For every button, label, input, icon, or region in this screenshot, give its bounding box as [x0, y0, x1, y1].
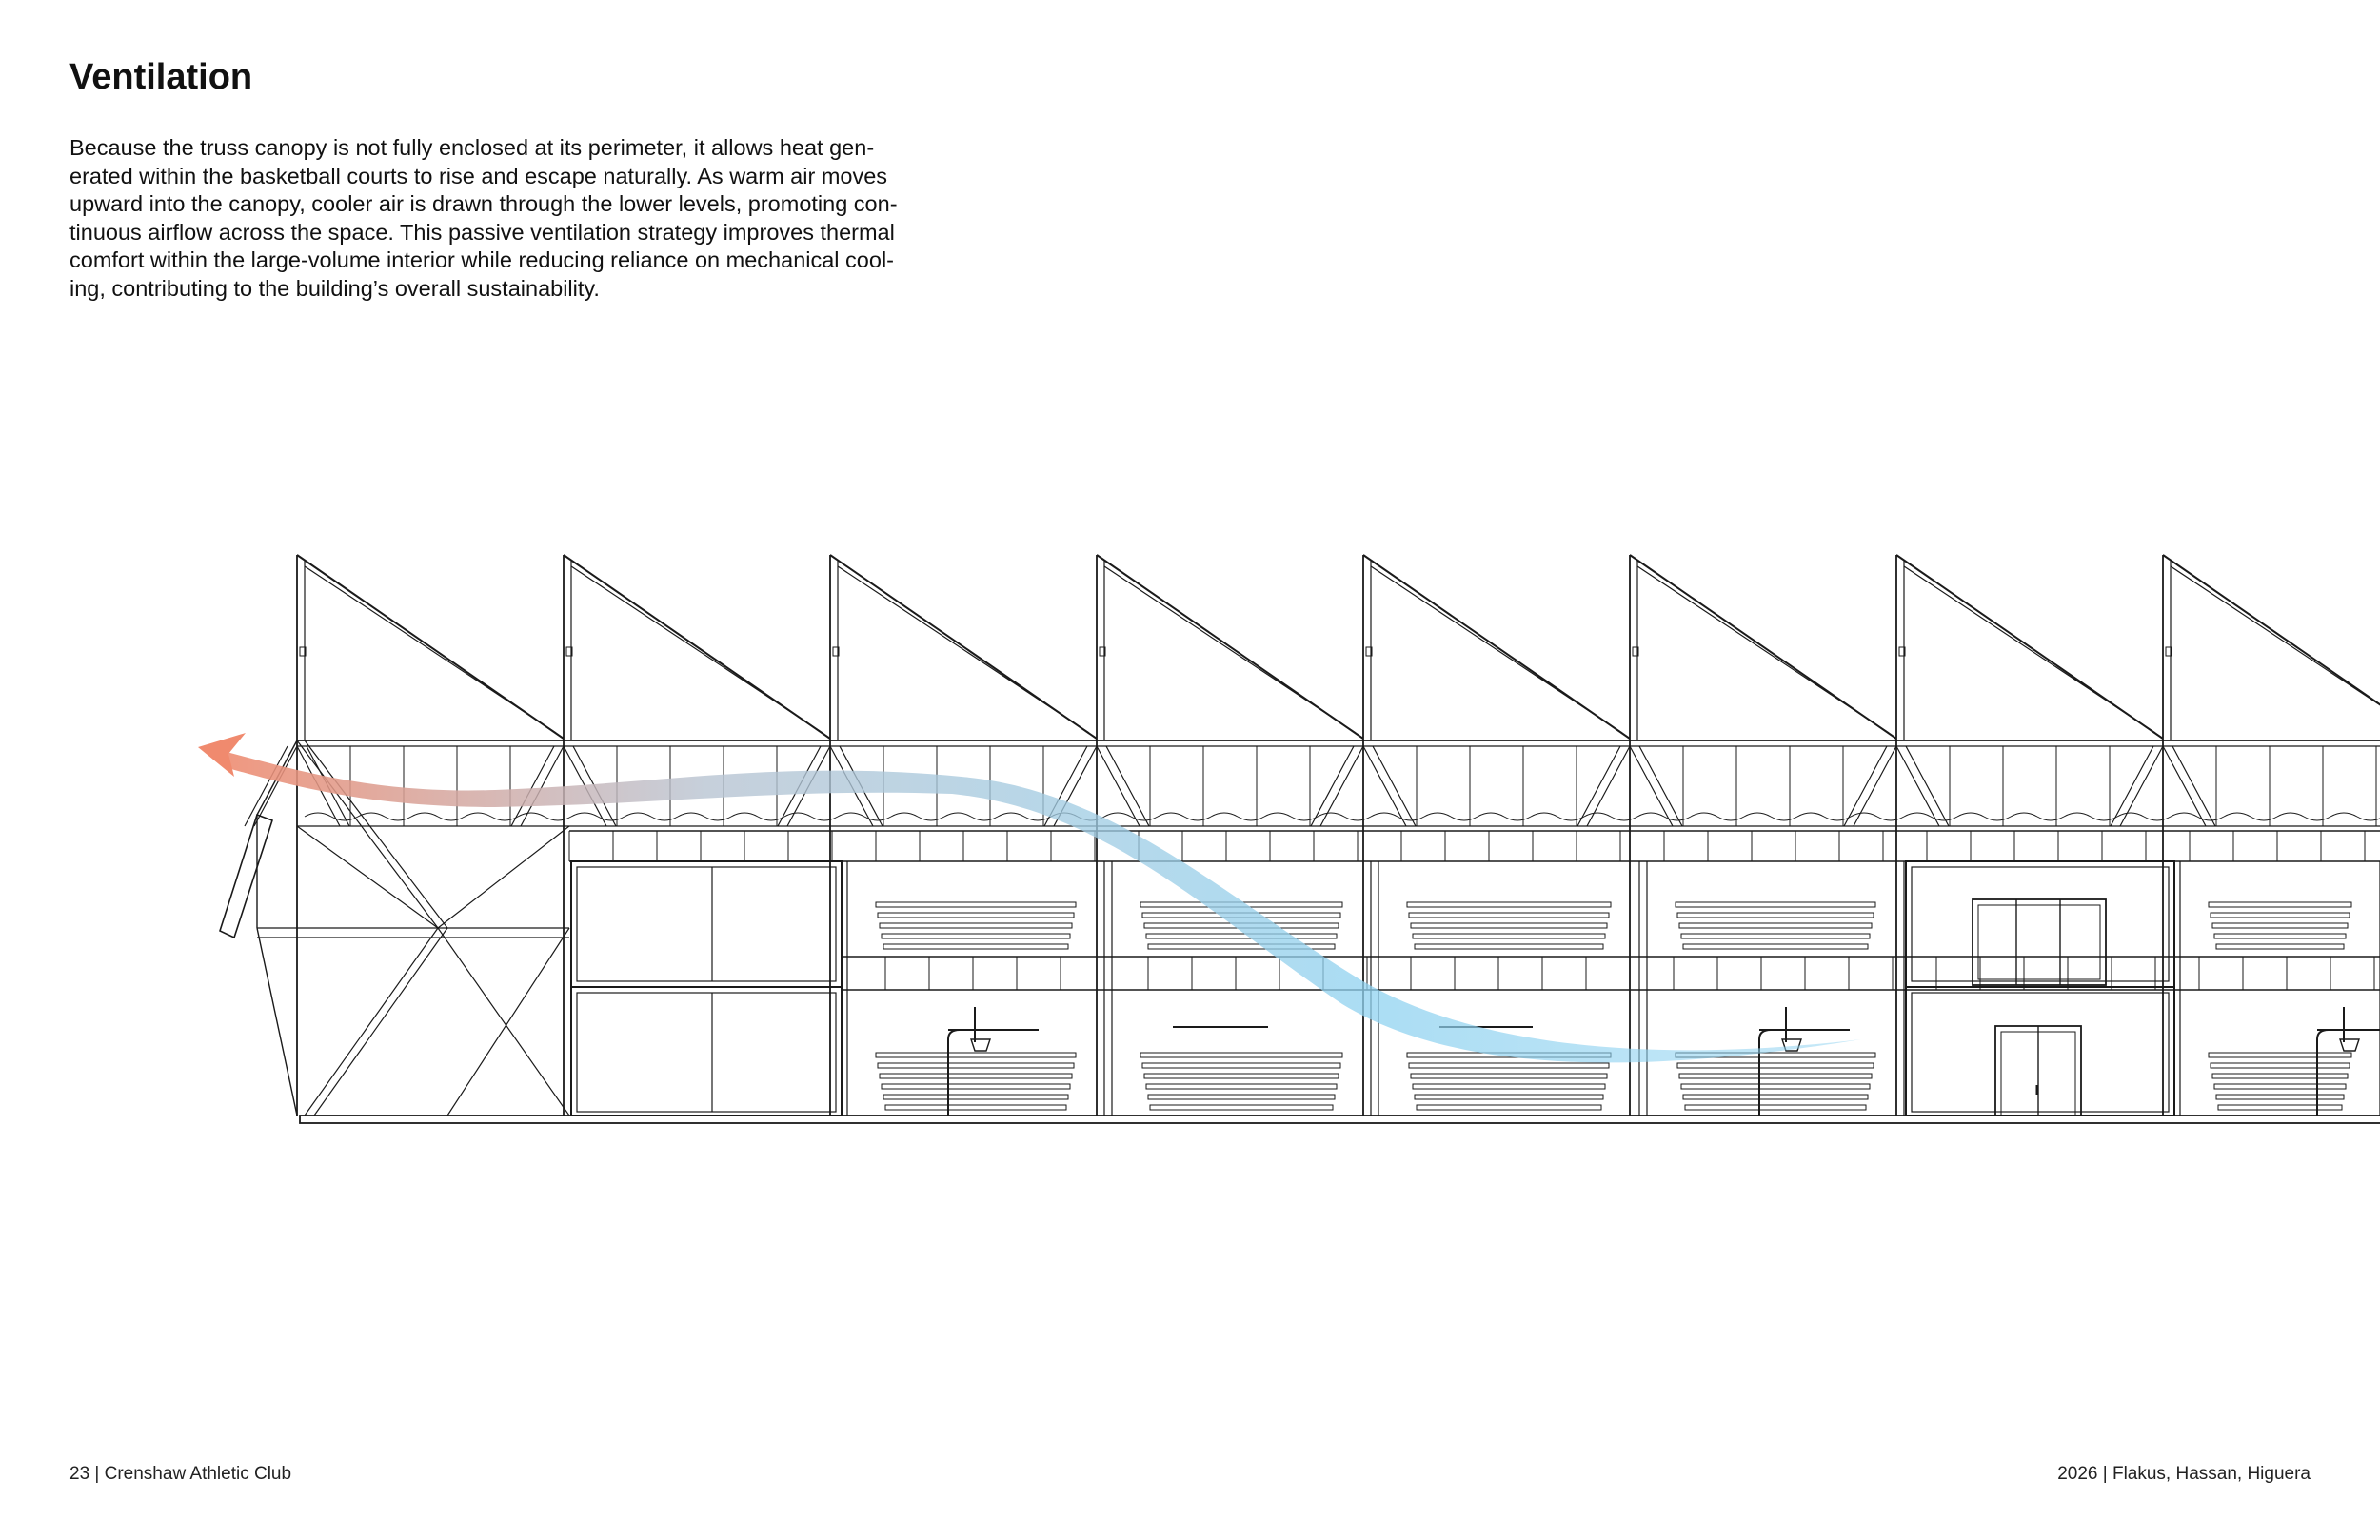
body-line: ing, contributing to the building’s over…: [69, 275, 600, 301]
body-line: comfort within the large-volume interior…: [69, 247, 894, 272]
body-line: Because the truss canopy is not fully en…: [69, 135, 875, 160]
building-section-drawing: [219, 554, 2380, 1124]
footer-credits: 2026 | Flakus, Hassan, Higuera: [2057, 1464, 2311, 1484]
body-line: tinuous airflow across the space. This p…: [69, 219, 895, 245]
body-line: erated within the basketball courts to r…: [69, 163, 888, 188]
airflow-band: [225, 752, 1861, 1063]
airflow-arrow-head: [198, 733, 246, 777]
body-paragraph: Because the truss canopy is not fully en…: [69, 134, 964, 303]
page-title: Ventilation: [69, 57, 253, 97]
airflow-path: [198, 733, 1861, 1063]
body-line: upward into the canopy, cooler air is dr…: [69, 191, 898, 216]
footer-page-label: 23 | Crenshaw Athletic Club: [69, 1464, 292, 1484]
